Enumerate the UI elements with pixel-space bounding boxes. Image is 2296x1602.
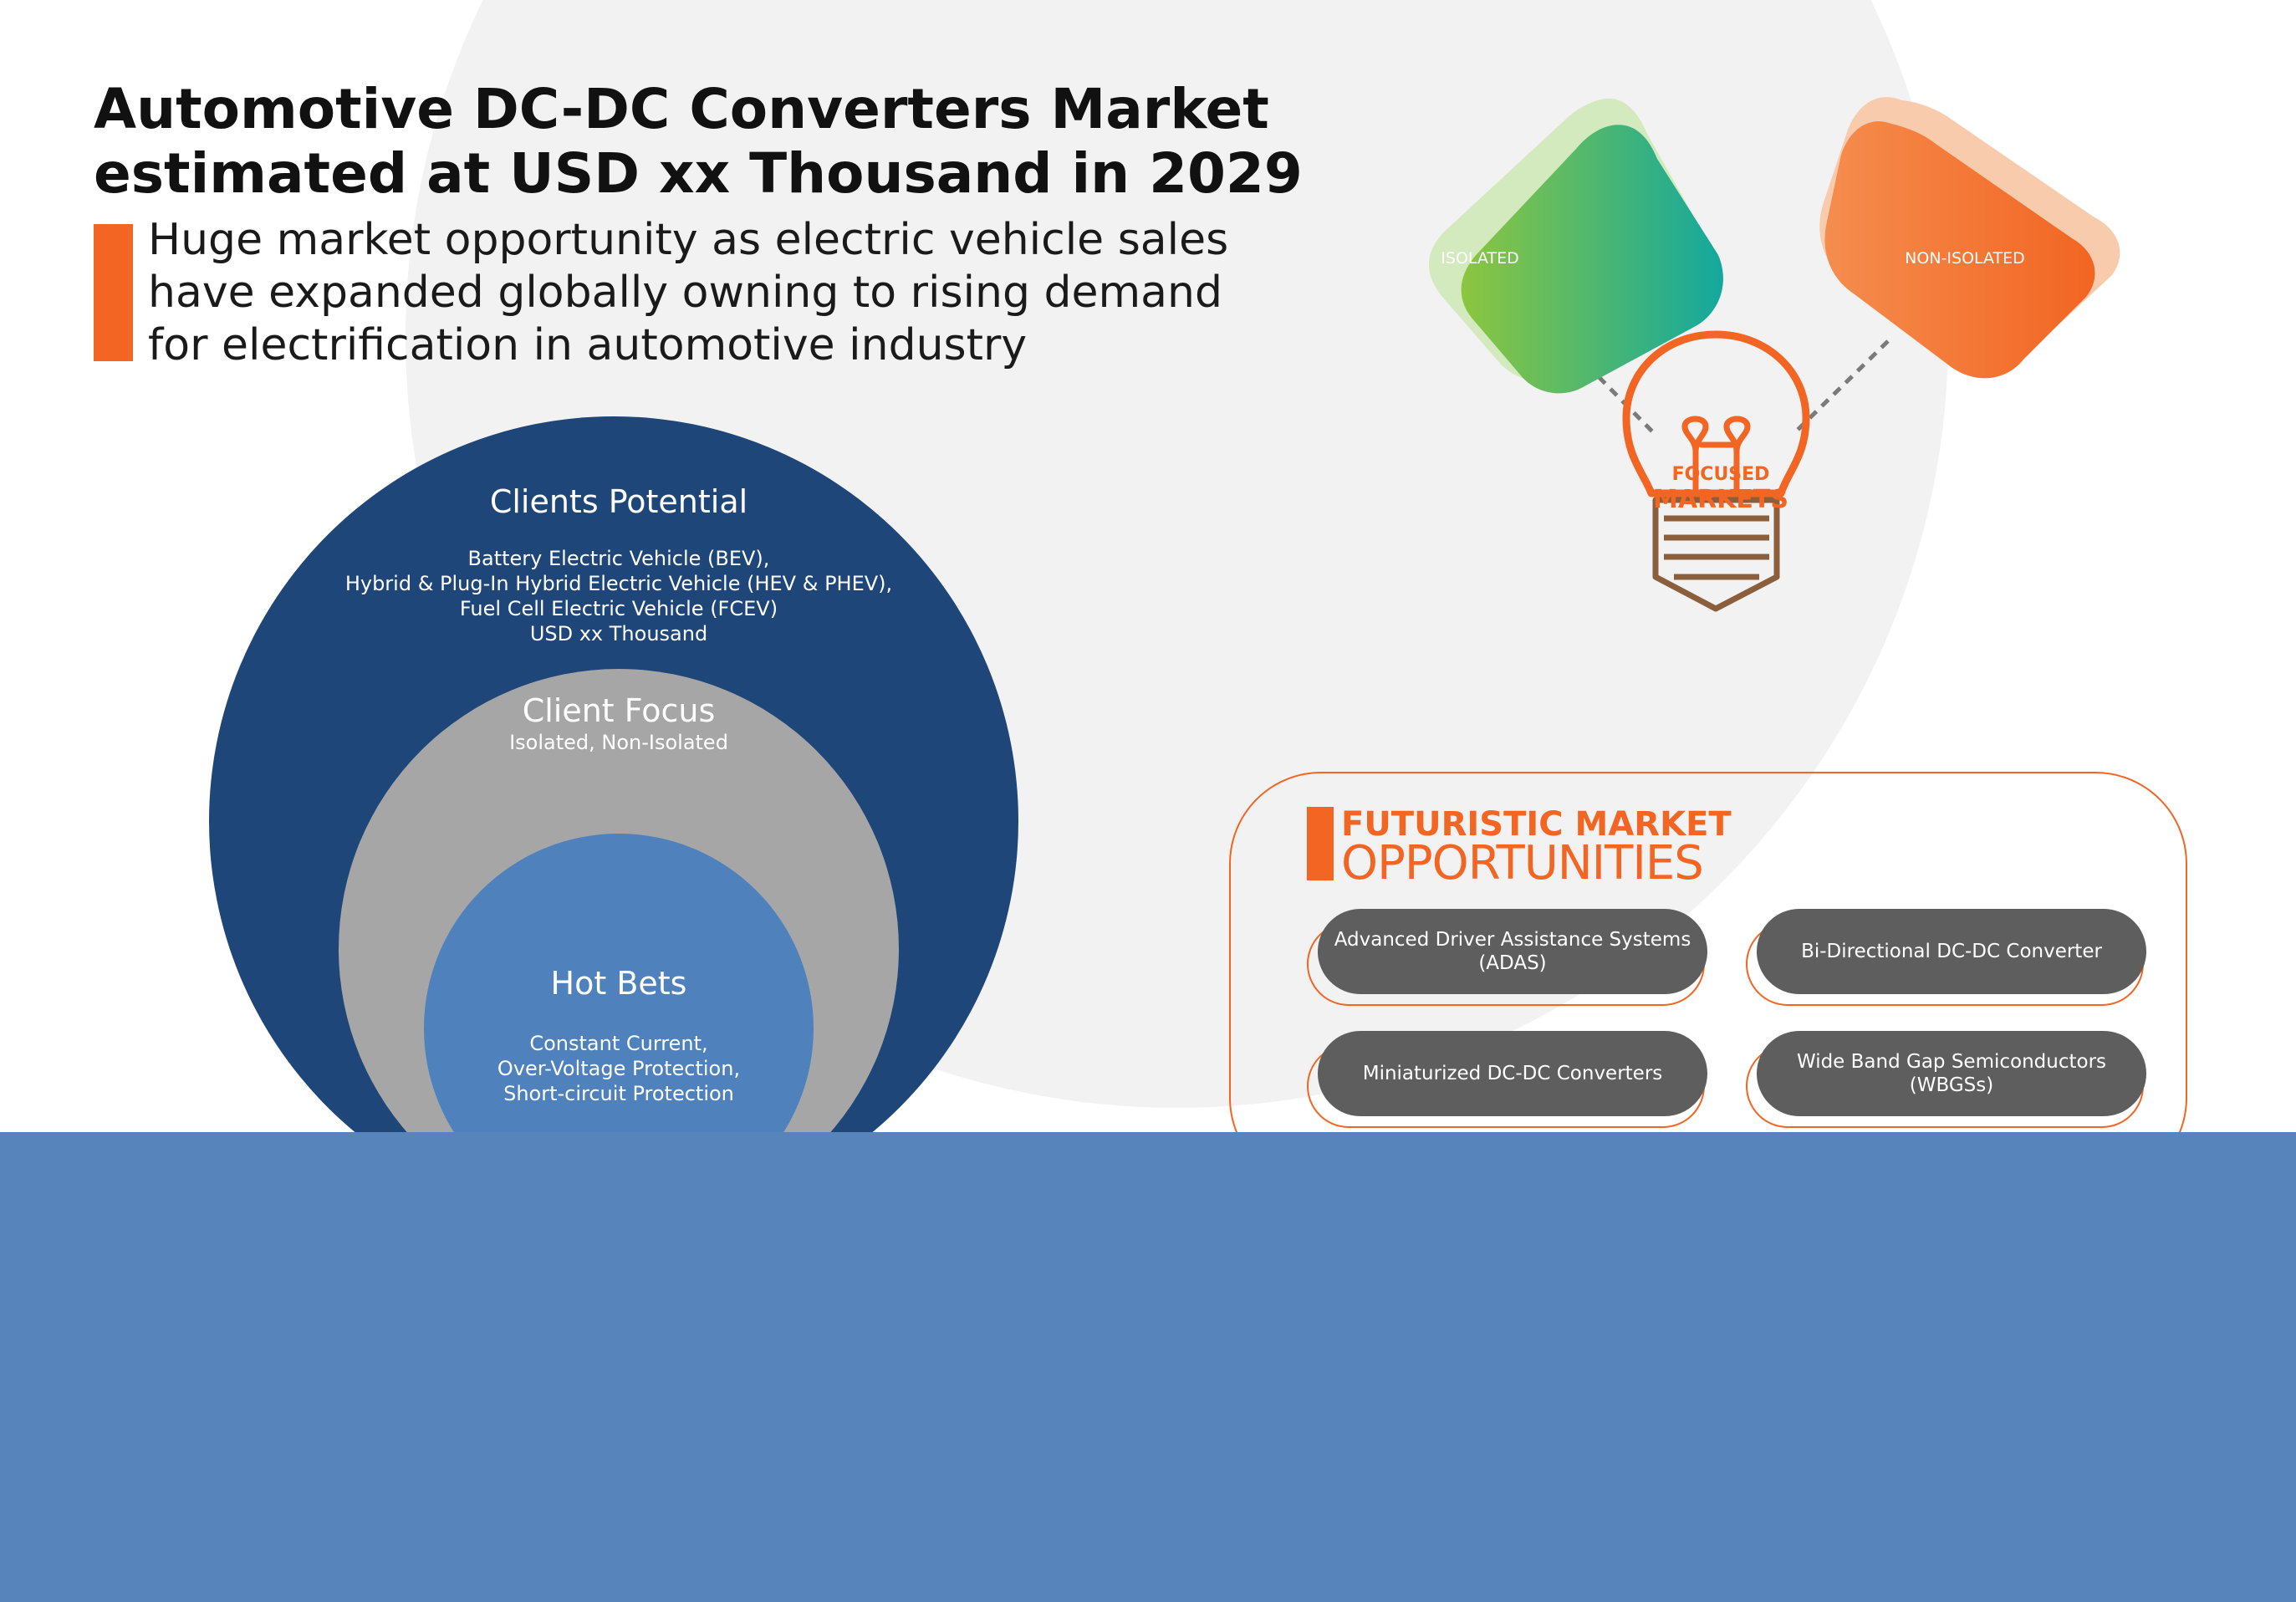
non-isolated-blob — [1824, 121, 2095, 379]
title-line-2: estimated at USD xx Thousand in 2029 — [94, 141, 1303, 206]
opportunity-pill-wbgs: Wide Band Gap Semiconductors (WBGSs) — [1757, 1031, 2146, 1116]
page-title: Automotive DC-DC Converters Market estim… — [94, 77, 1331, 206]
subtitle-line-1: Huge market opportunity as electric vehi… — [148, 215, 1229, 265]
hot-bets-body: Constant Current, Over-Voltage Protectio… — [435, 1031, 803, 1106]
clients-potential-line: Fuel Cell Electric Vehicle (FCEV) — [459, 597, 778, 620]
opportunity-pill-adas: Advanced Driver Assistance Systems (ADAS… — [1318, 909, 1707, 994]
pill-text: (ADAS) — [1478, 952, 1547, 974]
bulb-filament — [1681, 416, 1751, 497]
opportunity-pill-miniaturized: Miniaturized DC-DC Converters — [1318, 1031, 1707, 1116]
opportunity-pill-bidirectional: Bi-Directional DC-DC Converter — [1757, 909, 2146, 994]
bulb-outline — [1622, 330, 1810, 497]
bottom-band — [0, 1132, 2296, 1602]
futuristic-accent-bar — [1307, 807, 1334, 880]
pill-text: Wide Band Gap Semiconductors — [1796, 1051, 2107, 1073]
isolated-blob — [1461, 125, 1723, 394]
bulb-base — [1652, 497, 1780, 612]
hot-bets-title: Hot Bets — [550, 965, 687, 1002]
focused-markets-graphic — [1428, 97, 2120, 612]
hot-bets-line: Short-circuit Protection — [503, 1082, 734, 1105]
client-focus-title: Client Focus — [522, 692, 716, 729]
futuristic-title-line-1: FUTURISTIC MARKET — [1341, 805, 1732, 844]
pill-text: (WBGSs) — [1909, 1074, 1994, 1096]
clients-potential-title: Clients Potential — [489, 483, 748, 520]
subtitle-line-3: for electrification in automotive indust… — [148, 320, 1028, 370]
non-isolated-label: NON-ISOLATED — [1905, 249, 2025, 268]
right-connector-line — [1793, 339, 1890, 435]
title-line-1: Automotive DC-DC Converters Market — [94, 77, 1269, 141]
focused-label: FOCUSED — [1671, 464, 1770, 485]
pill-text: Bi-Directional DC-DC Converter — [1801, 941, 2102, 962]
subtitle-line-2: have expanded globally owning to rising … — [148, 268, 1222, 318]
markets-label: MARKETS — [1653, 485, 1788, 514]
clients-potential-line: USD xx Thousand — [529, 622, 708, 645]
subtitle-accent-bar — [94, 224, 133, 361]
isolated-label: ISOLATED — [1441, 249, 1519, 268]
pill-text: Miniaturized DC-DC Converters — [1362, 1063, 1663, 1084]
hot-bets-line: Constant Current, — [529, 1032, 708, 1055]
futuristic-title-line-2: OPPORTUNITIES — [1341, 836, 1704, 890]
clients-potential-body: Battery Electric Vehicle (BEV), Hybrid &… — [284, 546, 953, 646]
clients-potential-line: Battery Electric Vehicle (BEV), — [467, 547, 770, 570]
pill-text: Advanced Driver Assistance Systems — [1334, 929, 1691, 951]
clients-potential-line: Hybrid & Plug-In Hybrid Electric Vehicle… — [344, 572, 893, 595]
hot-bets-line: Over-Voltage Protection, — [497, 1057, 741, 1080]
subtitle: Huge market opportunity as electric vehi… — [148, 214, 1319, 372]
client-focus-body: Isolated, Non-Isolated — [509, 731, 728, 754]
